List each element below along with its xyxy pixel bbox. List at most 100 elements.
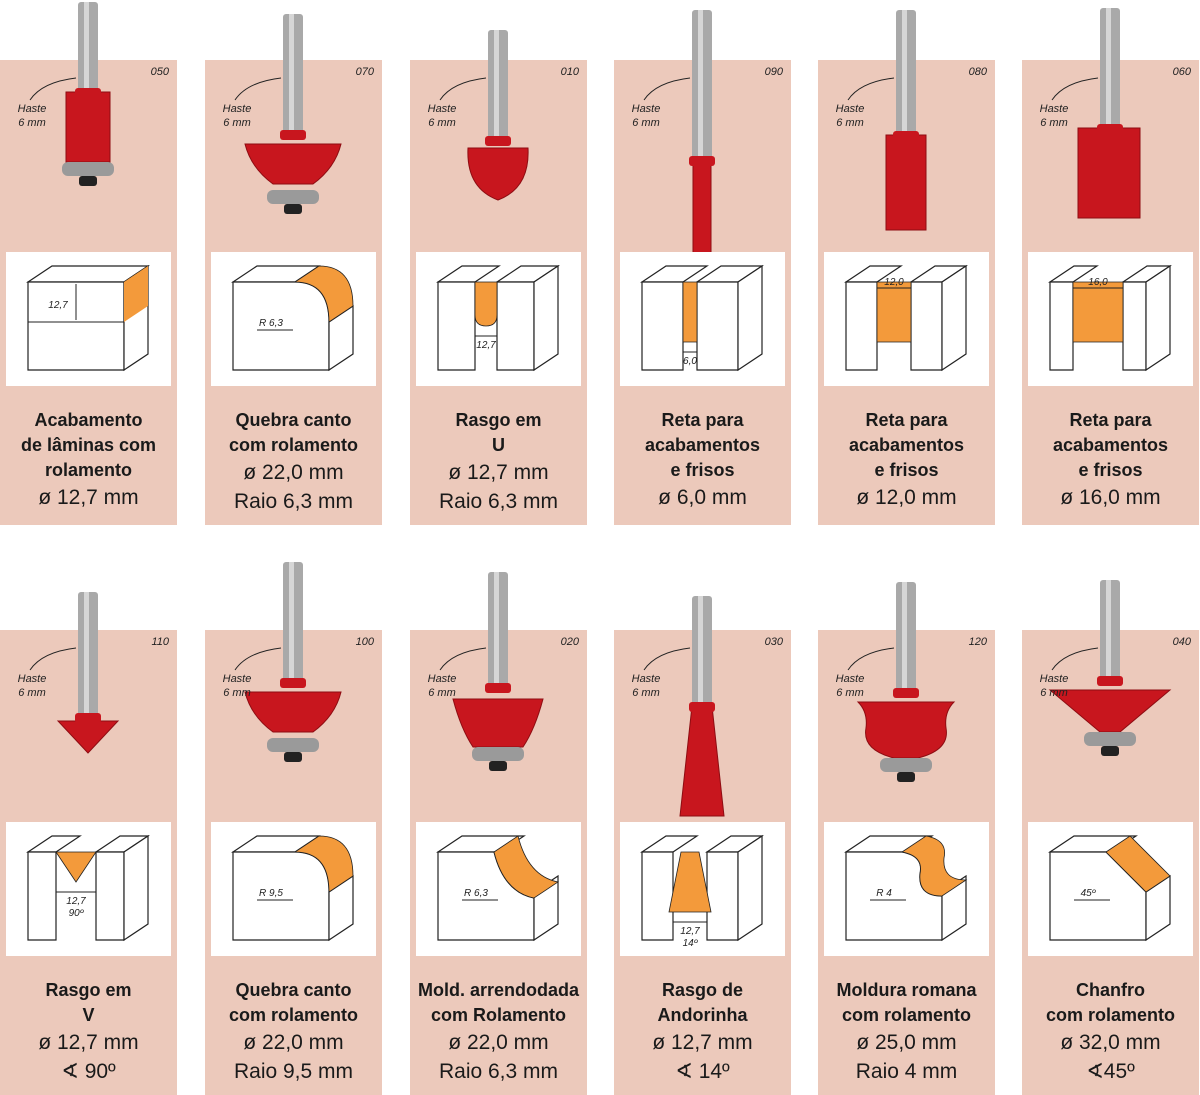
dimension-label: R 9,5 (259, 888, 283, 899)
block-front-right (696, 281, 739, 371)
collar-icon (1097, 124, 1123, 134)
cut-face (474, 281, 498, 327)
router-bit-icon (679, 596, 725, 817)
block-front-left (845, 281, 878, 371)
cut-profile-diagram: 16,0 (1028, 252, 1193, 386)
dimension-label: 6,0 (683, 356, 697, 367)
cut-face (293, 265, 354, 323)
shank-highlight (1106, 8, 1111, 128)
router-bit-icon (62, 2, 114, 186)
cut-profile-diagram: 45º (1028, 822, 1193, 956)
cut-face (124, 266, 148, 322)
bit-spec-line: Raio 9,5 mm (233, 1060, 354, 1083)
dimension-label: R 6,3 (259, 318, 283, 329)
router-bit-icon (56, 592, 120, 754)
cutter-icon (692, 159, 712, 261)
bit-title-line: de lâminas com (20, 435, 157, 455)
dimension-label: 16,0 (1088, 277, 1108, 288)
bit-title-line: acabamentos (848, 435, 965, 455)
haste-label: Haste (223, 673, 252, 685)
bit-title-line: Reta para (865, 410, 948, 430)
pointer-arrow-icon (439, 77, 487, 101)
bit-spec-line: Raio 6,3 mm (438, 490, 559, 513)
router-bit-illustration: Haste 6 mm (428, 572, 544, 771)
bit-title-line: Acabamento (34, 410, 143, 430)
haste-label: Haste (1040, 103, 1069, 115)
router-bit-icon (1048, 580, 1172, 756)
block-top-left (26, 835, 82, 853)
cut-profile-diagram: 12,7 (6, 252, 171, 386)
product-code: 120 (968, 636, 987, 648)
cutter-icon (1048, 689, 1172, 733)
bit-spec-line: ø 16,0 mm (1060, 486, 1161, 509)
shank-highlight (84, 2, 89, 92)
bit-spec-line: ø 12,7 mm (38, 1031, 139, 1054)
bit-title-line: acabamentos (644, 435, 761, 455)
shank-highlight (698, 10, 703, 160)
block-side (123, 834, 149, 942)
cut-face (1072, 281, 1124, 343)
bit-title-line: U (492, 435, 505, 455)
cutter-icon (467, 147, 529, 201)
bearing-icon (472, 747, 524, 761)
haste-size-label: 6 mm (1040, 117, 1068, 129)
block-front-right (1122, 281, 1147, 371)
shank-highlight (902, 10, 907, 135)
product-code: 060 (1172, 66, 1191, 78)
bit-spec-line: ø 6,0 mm (658, 486, 747, 509)
haste-size-label: 6 mm (428, 687, 456, 699)
collar-icon (280, 130, 306, 140)
bearing-screw-icon (284, 204, 302, 214)
block-front-left (641, 851, 674, 941)
cut-profile-diagram: 12,0 (824, 252, 989, 386)
cutter-icon (679, 705, 725, 817)
block-side (941, 264, 967, 372)
block-top-left (640, 265, 709, 283)
bearing-screw-icon (284, 752, 302, 762)
bearing-icon (1084, 732, 1136, 746)
product-code: 080 (968, 66, 987, 78)
router-bit-icon (452, 572, 544, 771)
collar-icon (893, 688, 919, 698)
dimension-label: R 4 (876, 888, 892, 899)
cut-face (1105, 835, 1171, 893)
bit-title-line: e frisos (670, 460, 735, 480)
cut-profile-diagram: R 6,3 (416, 822, 581, 956)
dimension-label: 12,7 (680, 926, 700, 937)
haste-label: Haste (428, 673, 457, 685)
pointer-arrow-icon (29, 647, 77, 671)
bit-spec-line: ø 25,0 mm (856, 1031, 957, 1054)
bit-spec-line: ø 22,0 mm (448, 1031, 549, 1054)
bit-spec-line: ø 12,7 mm (448, 461, 549, 484)
bit-spec-line: ø 22,0 mm (243, 461, 344, 484)
product-code: 090 (764, 66, 783, 78)
collar-icon (280, 678, 306, 688)
cutter-icon (1077, 127, 1141, 219)
haste-size-label: 6 mm (632, 117, 660, 129)
bit-title-line: Rasgo em (45, 980, 132, 1000)
cut-face (55, 851, 97, 883)
block-top-left (640, 835, 699, 853)
haste-size-label: 6 mm (632, 687, 660, 699)
cutter-icon (452, 698, 544, 748)
cut-profile-drawing: 16,0 (1048, 264, 1172, 372)
